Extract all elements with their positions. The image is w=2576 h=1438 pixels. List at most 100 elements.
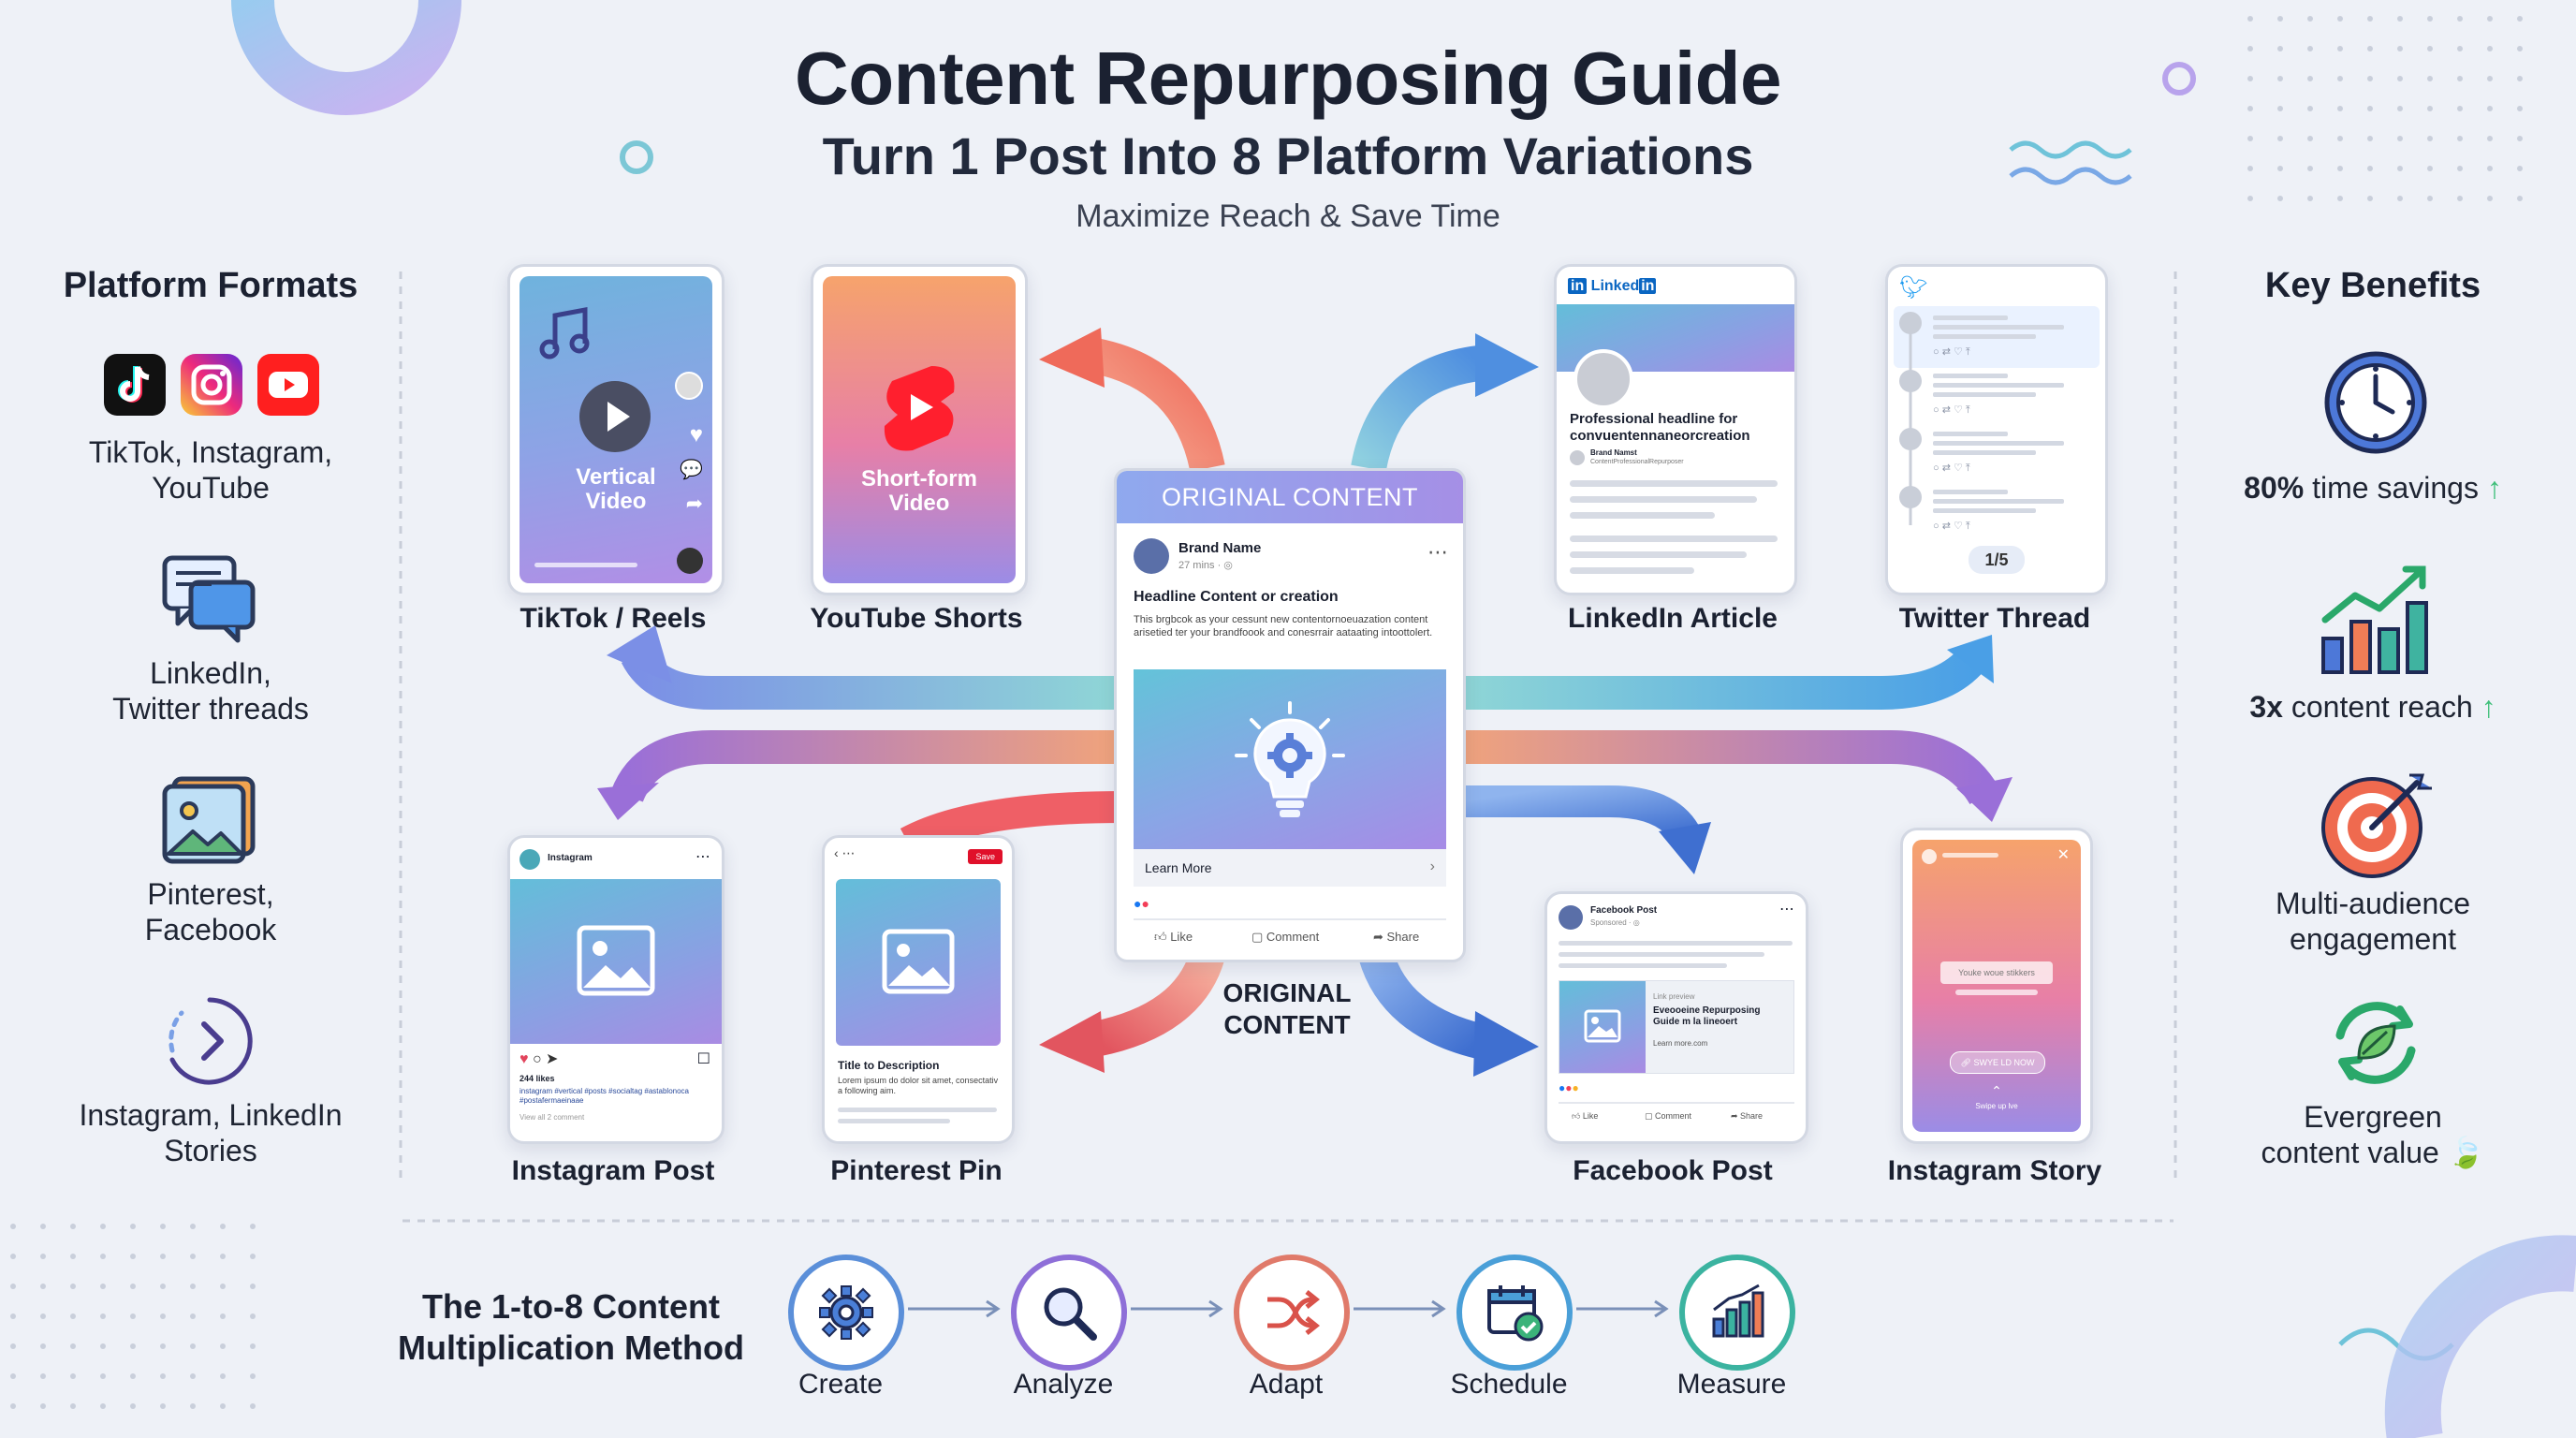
instagram-post-card[interactable]: Instagram ⋯ ♥ ○ ➤ ☐ 244 likes instagram … — [507, 835, 724, 1144]
youtube-icon — [257, 354, 319, 416]
like-button[interactable]: 👍︎ Like — [1154, 930, 1193, 944]
step-adapt[interactable] — [1234, 1255, 1350, 1371]
decor-dot — [220, 1254, 226, 1259]
decor-dot — [40, 1224, 46, 1229]
comment-button[interactable]: ▢ Comment — [1251, 930, 1320, 944]
page-subtitle: Turn 1 Post Into 8 Platform Variations — [822, 126, 1754, 185]
decor-dot — [2457, 76, 2463, 81]
link-preview[interactable]: Link preview Eveooeine Repurposing Guide… — [1559, 980, 1794, 1074]
decor-dot — [2277, 76, 2283, 81]
text-placeholder — [1933, 490, 2008, 494]
decor-dot — [40, 1373, 46, 1379]
decor-dot — [70, 1254, 76, 1259]
step-analyze[interactable] — [1011, 1255, 1127, 1371]
decor-dot — [2427, 166, 2433, 171]
decor-dot — [2367, 136, 2373, 141]
step-measure[interactable] — [1679, 1255, 1795, 1371]
image-icon — [162, 776, 256, 864]
pin-description: Lorem ipsum do dolor sit amet, consectat… — [838, 1076, 999, 1095]
brand-name: Brand Name — [1178, 540, 1262, 556]
decor-dot — [2517, 76, 2523, 81]
post-meta: 27 mins · ◎ — [1178, 560, 1233, 571]
learn-more-bar[interactable]: Learn More › — [1134, 849, 1446, 887]
facebook-post-card[interactable]: Facebook Post Sponsored · ◎ ⋯ Link previ… — [1544, 891, 1808, 1144]
original-content-card[interactable]: ORIGINAL CONTENT Brand Name 27 mins · ◎ … — [1114, 468, 1466, 962]
decor-dot — [220, 1284, 226, 1289]
author-subtitle: ContentProfessionalRepurposer — [1590, 459, 1684, 465]
decor-dot — [130, 1224, 136, 1229]
bookmark-icon[interactable]: ☐ — [696, 1051, 710, 1067]
close-icon[interactable]: ✕ — [2056, 847, 2070, 863]
decor-dot — [2307, 46, 2313, 51]
more-options-icon[interactable]: ⋯ — [695, 849, 710, 865]
decor-dot — [190, 1224, 196, 1229]
decor-dot — [160, 1343, 166, 1349]
decor-dot — [100, 1284, 106, 1289]
growth-chart-icon — [2321, 565, 2428, 674]
back-icon[interactable]: ‹ ⋯ — [834, 845, 856, 860]
learn-more-link[interactable]: Learn More — [1145, 860, 1212, 875]
card-caption: TikTok / Reels — [520, 603, 707, 634]
decor-dot — [2487, 196, 2493, 201]
decor-dot — [70, 1224, 76, 1229]
avatar — [1922, 849, 1937, 864]
share-icon[interactable]: ➦ — [685, 492, 703, 515]
platform-format-label: Pinterest, Facebook — [144, 877, 277, 946]
step-label: Create — [798, 1369, 884, 1400]
more-options-icon[interactable]: ⋯ — [1427, 540, 1448, 564]
decor-dot — [2487, 136, 2493, 141]
decor-dot — [2247, 46, 2253, 51]
decor-dot — [70, 1343, 76, 1349]
decor-dot — [2487, 166, 2493, 171]
decor-dot — [220, 1224, 226, 1229]
reaction-icons: ●● — [1134, 896, 1149, 911]
comment-icon[interactable]: 💬 — [680, 460, 703, 480]
decor-dot — [2247, 16, 2253, 22]
original-content-caption: ORIGINAL CONTENT — [1222, 978, 1352, 1039]
post-actions[interactable]: ♥ ○ ➤ — [520, 1051, 559, 1067]
step-create[interactable] — [788, 1255, 904, 1371]
decor-dot — [2427, 76, 2433, 81]
decor-dot — [250, 1403, 256, 1409]
decor-dot — [220, 1313, 226, 1319]
decor-dot — [2307, 106, 2313, 111]
tiktok-reels-card[interactable]: Vertical Video ♥ 💬 ➦ — [507, 264, 724, 595]
platform-format-label: TikTok, Instagram, YouTube — [88, 435, 333, 505]
benefit-label: Evergreen content value 🍃 — [2261, 1100, 2485, 1169]
more-options-icon[interactable]: ⋯ — [1779, 902, 1794, 917]
decor-dot — [190, 1254, 196, 1259]
pin-image — [836, 879, 1001, 1046]
comment-button[interactable]: ▢ Comment — [1645, 1111, 1692, 1121]
decor-dot — [130, 1373, 136, 1379]
youtube-shorts-card[interactable]: Short-form Video — [811, 264, 1028, 595]
twitter-thread-card[interactable]: 🐦︎ ○ ⇄ ♡ ⤒○ ⇄ ♡ ⤒○ ⇄ ♡ ⤒○ ⇄ ♡ ⤒ 1/5 — [1885, 264, 2108, 595]
decor-dot — [2307, 166, 2313, 171]
instagram-story-card[interactable]: ✕ Youke woue stikkers 🔗︎ SWYE LD NOW ⌃ S… — [1900, 828, 2093, 1144]
like-button[interactable]: 👍︎ Like — [1572, 1111, 1599, 1121]
decor-dot — [160, 1284, 166, 1289]
swipe-button[interactable]: 🔗︎ SWYE LD NOW — [1950, 1051, 2045, 1074]
decor-dot — [10, 1373, 16, 1379]
view-comments[interactable]: View all 2 comment — [520, 1113, 585, 1122]
save-button[interactable]: Save — [968, 849, 1003, 864]
story-sticker[interactable]: Youke woue stikkers — [1940, 961, 2053, 984]
shorts-logo-icon — [884, 366, 955, 451]
share-button[interactable]: ➦ Share — [1373, 930, 1420, 944]
image-placeholder-icon — [882, 929, 955, 994]
play-icon[interactable] — [578, 379, 652, 454]
decor-dot — [2397, 46, 2403, 51]
decor-dot — [190, 1313, 196, 1319]
text-placeholder — [1933, 450, 2036, 455]
decor-dot — [2427, 136, 2433, 141]
avatar — [1899, 428, 1922, 450]
step-schedule[interactable] — [1456, 1255, 1573, 1371]
bar-chart-icon — [1712, 1284, 1764, 1338]
decor-dot — [250, 1284, 256, 1289]
decor-dot — [2517, 46, 2523, 51]
card-caption: Instagram Post — [511, 1155, 715, 1186]
pinterest-pin-card[interactable]: ‹ ⋯ Save Title to Description Lorem ipsu… — [822, 835, 1015, 1144]
share-button[interactable]: ➦ Share — [1731, 1111, 1764, 1121]
heart-icon[interactable]: ♥ — [689, 422, 703, 448]
